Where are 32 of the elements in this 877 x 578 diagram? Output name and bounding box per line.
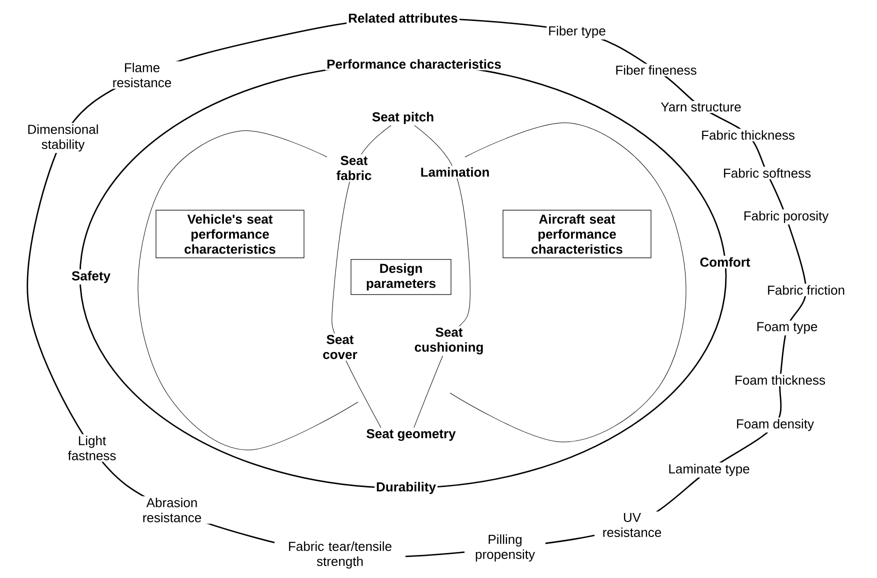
parameter-label: Seat cushioning	[406, 326, 492, 356]
text-box: Vehicle's seat performance characteristics	[156, 210, 304, 258]
attribute-label: Fabric friction	[766, 284, 847, 296]
attribute-label: Light fastness	[58, 434, 126, 462]
attribute-label: Laminate type	[666, 462, 752, 478]
attribute-label: Fiber type	[546, 24, 608, 40]
attribute-label: Yarn structure	[659, 100, 743, 114]
attribute-label: Fiber fineness	[614, 64, 698, 76]
attribute-label: Dimensional stability	[18, 122, 108, 154]
parameter-label: Lamination	[418, 166, 492, 178]
attribute-label: Fabric softness	[721, 166, 813, 180]
parameter-label: Seat cover	[316, 333, 364, 361]
heading: Related attributes	[346, 12, 460, 24]
attribute-label: Pilling propensity	[464, 532, 546, 564]
category-label: Durability	[374, 480, 438, 496]
attribute-label: Fabric porosity	[742, 209, 830, 225]
attribute-label: Fabric tear/tensile strength	[274, 540, 406, 570]
text-box: Design parameters	[350, 259, 452, 295]
category-label: Comfort	[698, 256, 752, 268]
heading: Performance characteristics	[325, 58, 503, 70]
parameter-label: Seat fabric	[330, 154, 378, 182]
attribute-label: Foam type	[754, 320, 820, 336]
parameter-label: Seat pitch	[370, 110, 436, 126]
text-box: Aircraft seat performance characteristics	[502, 210, 652, 258]
attribute-label: Foam density	[734, 417, 816, 433]
attribute-label: Flame resistance	[104, 61, 180, 89]
attribute-label: Foam thickness	[733, 374, 828, 386]
category-label: Safety	[70, 269, 112, 285]
parameter-label: Seat geometry	[364, 428, 458, 442]
attribute-label: Abrasion resistance	[134, 496, 210, 524]
attribute-label: Fabric thickness	[700, 128, 796, 142]
attribute-label: UV resistance	[594, 511, 670, 539]
